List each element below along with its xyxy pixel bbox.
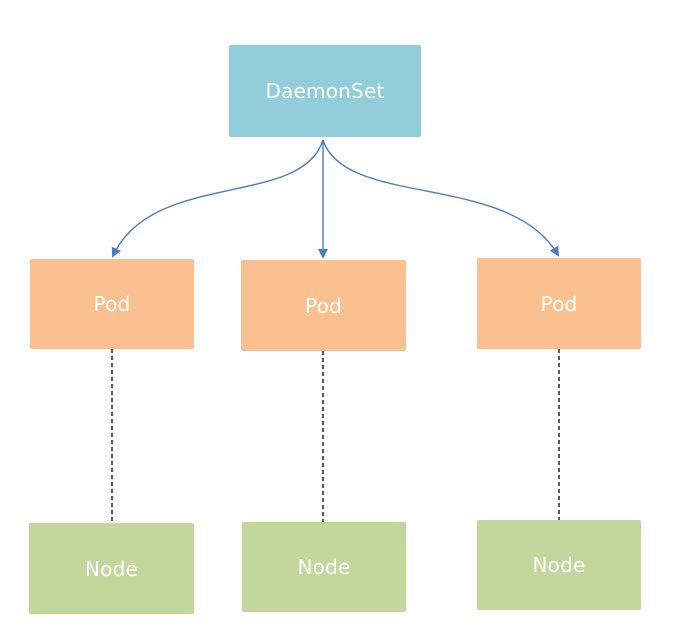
node-box: Node — [29, 523, 194, 614]
node-box: Node — [242, 522, 406, 612]
pod-label: Pod — [540, 291, 578, 316]
pod-box: Pod — [30, 259, 194, 349]
arrow-daemonset-to-pod-3 — [322, 139, 560, 257]
node-label: Node — [85, 556, 138, 581]
arrow-daemonset-to-pod-1 — [111, 139, 324, 258]
pod-box: Pod — [241, 260, 406, 351]
node-label: Node — [532, 553, 586, 577]
node-label: Node — [297, 555, 351, 579]
pod-box: Pod — [477, 258, 641, 349]
node-box: Node — [477, 520, 641, 610]
pod-label: Pod — [93, 292, 131, 316]
daemonset-label: DaemonSet — [265, 79, 385, 103]
pod-label: Pod — [305, 293, 342, 318]
daemonset-box: DaemonSet — [229, 45, 421, 137]
